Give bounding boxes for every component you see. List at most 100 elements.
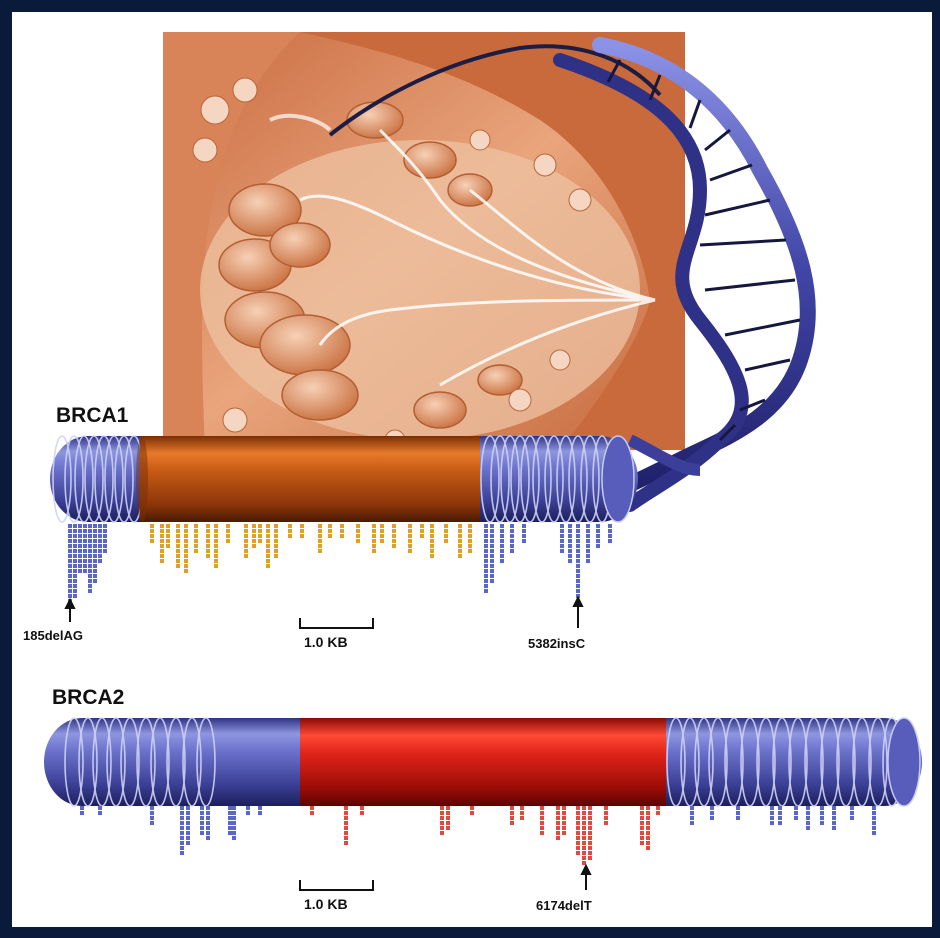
mutation-dot bbox=[318, 524, 322, 528]
mutation-dot bbox=[568, 549, 572, 553]
mutation-dot bbox=[176, 549, 180, 553]
mutation-dot bbox=[582, 811, 586, 815]
mutation-dot bbox=[372, 549, 376, 553]
mutation-dot bbox=[194, 524, 198, 528]
mutation-dot bbox=[98, 811, 102, 815]
mutation-dot bbox=[490, 569, 494, 573]
mutation-dot bbox=[640, 841, 644, 845]
mutation-dot bbox=[252, 534, 256, 538]
mutation-dot bbox=[180, 851, 184, 855]
mutation-dot bbox=[214, 529, 218, 533]
mutation-dot bbox=[832, 826, 836, 830]
mutation-dot bbox=[392, 544, 396, 548]
mutation-dot bbox=[806, 806, 810, 810]
mutation-dot bbox=[568, 529, 572, 533]
mutation-dot bbox=[310, 806, 314, 810]
mutation-dot bbox=[778, 816, 782, 820]
mutation-dot bbox=[392, 524, 396, 528]
mutation-dot bbox=[226, 534, 230, 538]
mutation-dot bbox=[300, 529, 304, 533]
mutation-dot bbox=[510, 821, 514, 825]
mutation-dot bbox=[184, 564, 188, 568]
mutation-dot bbox=[274, 539, 278, 543]
mutation-dot bbox=[78, 549, 82, 553]
mutation-dot bbox=[540, 806, 544, 810]
mutation-dot bbox=[640, 811, 644, 815]
mutation-dot bbox=[252, 524, 256, 528]
mutation-dot bbox=[68, 594, 72, 598]
mutation-dot bbox=[778, 811, 782, 815]
mutation-dot bbox=[93, 539, 97, 543]
mutation-dot bbox=[200, 806, 204, 810]
mutation-dot bbox=[160, 534, 164, 538]
mutation-dot bbox=[200, 821, 204, 825]
mutation-dot bbox=[98, 539, 102, 543]
mutation-dot bbox=[588, 811, 592, 815]
mutation-dot bbox=[180, 831, 184, 835]
mutation-dot bbox=[430, 544, 434, 548]
mutation-dot bbox=[582, 826, 586, 830]
mutation-dot bbox=[562, 816, 566, 820]
mutation-dot bbox=[408, 544, 412, 548]
mutation-dot bbox=[206, 806, 210, 810]
mutation-dot bbox=[300, 534, 304, 538]
mutation-dot bbox=[468, 534, 472, 538]
mutation-dot bbox=[258, 524, 262, 528]
mutation-dot bbox=[562, 826, 566, 830]
mutation-dot bbox=[520, 806, 524, 810]
mutation-dot bbox=[596, 539, 600, 543]
mutation-dot bbox=[184, 539, 188, 543]
mutation-dot bbox=[586, 554, 590, 558]
mutation-dot bbox=[226, 524, 230, 528]
mutation-dot bbox=[93, 554, 97, 558]
mutation-dot bbox=[484, 549, 488, 553]
mutation-dot bbox=[490, 579, 494, 583]
mutation-dot bbox=[244, 524, 248, 528]
mutation-dot bbox=[176, 564, 180, 568]
mutation-dot bbox=[244, 549, 248, 553]
mutation-dot bbox=[596, 524, 600, 528]
mutation-dot bbox=[710, 806, 714, 810]
mutation-dot bbox=[160, 554, 164, 558]
mutation-dot bbox=[88, 559, 92, 563]
mutation-dot bbox=[408, 534, 412, 538]
mutation-dot bbox=[274, 554, 278, 558]
mutation-dot bbox=[588, 816, 592, 820]
mutation-dot bbox=[794, 811, 798, 815]
mutation-dot bbox=[458, 529, 462, 533]
mutation-dot bbox=[608, 539, 612, 543]
mutation-dot bbox=[408, 549, 412, 553]
mutation-dot bbox=[93, 544, 97, 548]
mutation-dot bbox=[576, 821, 580, 825]
mutation-dot bbox=[640, 826, 644, 830]
mutation-dot bbox=[266, 544, 270, 548]
mutation-dot bbox=[214, 554, 218, 558]
mutation-dot bbox=[484, 554, 488, 558]
mutation-dot bbox=[318, 529, 322, 533]
mutation-dot bbox=[73, 559, 77, 563]
mutation-dot bbox=[356, 539, 360, 543]
mutation-dot bbox=[274, 534, 278, 538]
mutation-dot bbox=[176, 529, 180, 533]
mutation-dot bbox=[318, 539, 322, 543]
mutation-dot bbox=[576, 539, 580, 543]
mutation-dot bbox=[430, 529, 434, 533]
mutation-dot bbox=[556, 826, 560, 830]
mutation-dot bbox=[468, 524, 472, 528]
mutation-dot bbox=[458, 524, 462, 528]
mutation-dot bbox=[73, 529, 77, 533]
mutation-dot bbox=[850, 816, 854, 820]
mutation-dot bbox=[83, 554, 87, 558]
mutation-dot bbox=[832, 806, 836, 810]
mutation-dot bbox=[484, 544, 488, 548]
brca1-scale-label: 1.0 KB bbox=[304, 634, 348, 650]
mutation-dot bbox=[556, 836, 560, 840]
mutation-dot bbox=[93, 549, 97, 553]
mutation-dot bbox=[288, 534, 292, 538]
mutation-dot bbox=[872, 806, 876, 810]
mutation-dot bbox=[206, 544, 210, 548]
mutation-dot bbox=[186, 806, 190, 810]
mutation-dot bbox=[440, 826, 444, 830]
mutation-dot bbox=[318, 534, 322, 538]
mutation-dot bbox=[568, 539, 572, 543]
